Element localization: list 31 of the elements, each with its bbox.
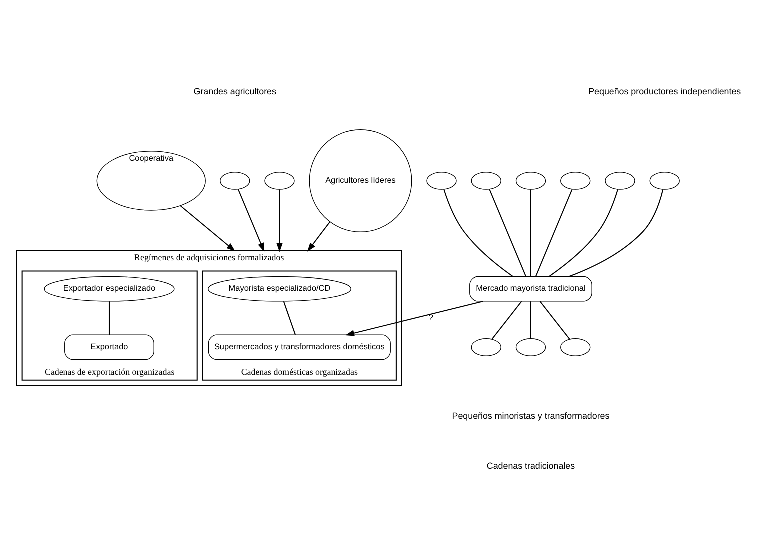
- node-ellipse: [516, 338, 546, 356]
- connector: [530, 189, 532, 276]
- connector: [108, 301, 110, 334]
- connector: [444, 188, 514, 276]
- arrow: [180, 205, 236, 252]
- connector: [492, 300, 522, 340]
- connector: [549, 188, 619, 277]
- connector: [530, 301, 532, 338]
- node-ellipse: [471, 338, 502, 356]
- node-ellipse: [650, 172, 680, 190]
- label: Pequeños minoristas y transformadores: [452, 410, 610, 421]
- connector: [489, 188, 526, 276]
- node-ellipse: [471, 172, 502, 190]
- label: Cadenas tradicionales: [486, 460, 576, 471]
- node-ellipse: [516, 172, 546, 190]
- node-ellipse: [426, 172, 457, 190]
- label: Pequeños productores independientes: [588, 86, 742, 96]
- connector: [283, 300, 296, 335]
- node-ellipse: [560, 338, 591, 356]
- arrow: [276, 189, 283, 252]
- arrow: [307, 221, 331, 252]
- arrow: [238, 188, 265, 252]
- connector: [536, 188, 573, 276]
- node-ellipse: [264, 172, 295, 190]
- connector: [540, 300, 570, 340]
- connector: [569, 188, 664, 277]
- arrow: [346, 300, 484, 336]
- node-ellipse: [220, 172, 250, 190]
- node-ellipse: [605, 172, 636, 190]
- node-ellipse: [560, 172, 591, 190]
- label: Grandes agricultores: [194, 86, 276, 96]
